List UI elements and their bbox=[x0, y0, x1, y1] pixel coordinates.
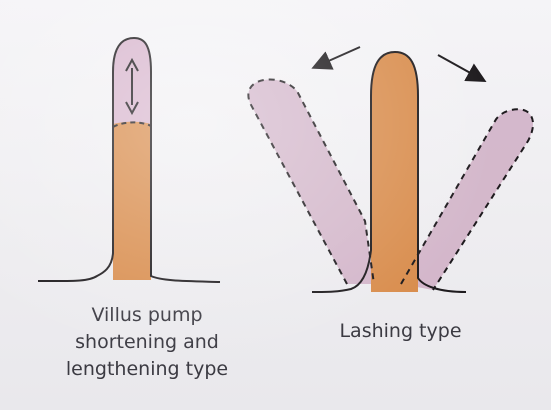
lashing-villus-body bbox=[371, 52, 418, 292]
lashing-right-ghost bbox=[401, 109, 533, 290]
lashing-figure bbox=[248, 47, 533, 292]
villus-pump-caption-line: lengthening type bbox=[47, 356, 247, 383]
villus-pump-figure bbox=[38, 38, 220, 282]
lashing-caption: Lashing type bbox=[308, 318, 493, 345]
arrow-up-left-icon bbox=[315, 47, 360, 67]
villus-pump-caption: Villus pump shortening and lengthening t… bbox=[47, 302, 247, 383]
villus-pump-caption-line: Villus pump bbox=[47, 302, 247, 329]
villus-body bbox=[113, 122, 151, 280]
arrow-up-right-icon bbox=[438, 55, 483, 80]
villus-pump-caption-line: shortening and bbox=[47, 329, 247, 356]
lashing-left-ghost bbox=[248, 79, 374, 284]
